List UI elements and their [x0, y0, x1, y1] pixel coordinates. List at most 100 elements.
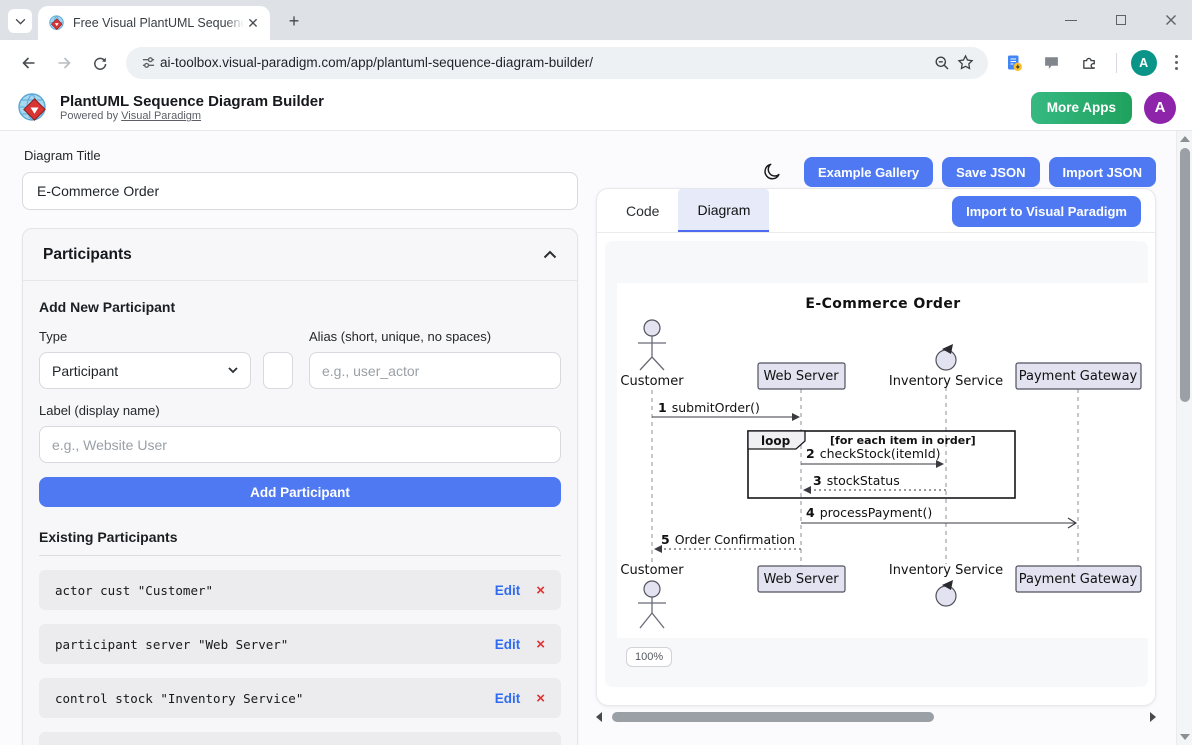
app-header: PlantUML Sequence Diagram Builder Powere…	[0, 85, 1192, 131]
minimize-button[interactable]	[1060, 9, 1082, 31]
scroll-down-arrow[interactable]	[1180, 734, 1190, 740]
message-5: 5Order Confirmation	[654, 532, 801, 553]
add-participant-heading: Add New Participant	[39, 299, 561, 315]
edit-participant-button[interactable]: Edit	[495, 637, 521, 652]
app-title-block: PlantUML Sequence Diagram Builder Powere…	[60, 93, 324, 122]
diagram-title-text: E-Commerce Order	[805, 296, 960, 312]
svg-text:Customer: Customer	[620, 374, 684, 389]
url-bar[interactable]: ai-toolbox.visual-paradigm.com/app/plant…	[126, 47, 988, 79]
dark-mode-toggle[interactable]	[759, 159, 785, 185]
delete-participant-icon[interactable]: ×	[536, 636, 545, 653]
divider	[39, 555, 561, 556]
scroll-left-arrow[interactable]	[596, 712, 602, 722]
browser-menu-icon[interactable]	[1171, 51, 1182, 74]
svg-text:Inventory Service: Inventory Service	[889, 374, 1003, 389]
display-name-input[interactable]	[39, 426, 561, 463]
svg-text:1submitOrder(): 1submitOrder()	[658, 400, 760, 415]
svg-text:Customer: Customer	[620, 563, 684, 578]
reload-button[interactable]	[87, 50, 113, 76]
tab-title: Free Visual PlantUML Sequence	[73, 16, 244, 30]
browser-tab[interactable]: Free Visual PlantUML Sequence ✕	[38, 6, 270, 40]
h-scroll-thumb[interactable]	[612, 712, 934, 722]
visual-paradigm-logo-icon	[16, 91, 50, 125]
visual-paradigm-link[interactable]: Visual Paradigm	[121, 110, 201, 122]
tab-search-button[interactable]	[8, 9, 32, 33]
reload-icon	[92, 55, 108, 71]
url-text[interactable]: ai-toolbox.visual-paradigm.com/app/plant…	[160, 55, 930, 70]
alias-input[interactable]	[309, 352, 561, 389]
tab-close-icon[interactable]: ✕	[244, 14, 262, 32]
h-scroll-track[interactable]	[606, 712, 1150, 722]
participant-web-server-bottom: Web Server	[758, 566, 845, 592]
delete-participant-icon[interactable]: ×	[536, 690, 545, 707]
scroll-up-arrow[interactable]	[1180, 136, 1190, 142]
browser-titlebar: Free Visual PlantUML Sequence ✕ +	[0, 0, 1192, 40]
save-page-icon[interactable]	[1002, 51, 1026, 75]
back-button[interactable]	[15, 50, 41, 76]
svg-text:3stockStatus: 3stockStatus	[813, 473, 900, 488]
browser-profile-avatar[interactable]: A	[1131, 50, 1157, 76]
save-json-button[interactable]: Save JSON	[942, 157, 1039, 187]
import-json-button[interactable]: Import JSON	[1049, 157, 1156, 187]
diagram-viewport[interactable]: E-Commerce Order Customer Web Server	[605, 241, 1148, 687]
svg-text:Payment Gateway: Payment Gateway	[1019, 369, 1138, 384]
example-gallery-button[interactable]: Example Gallery	[804, 157, 933, 187]
diagram-title-label: Diagram Title	[24, 148, 101, 163]
participants-card: Participants Add New Participant Type Pa…	[22, 228, 578, 745]
forward-button[interactable]	[51, 50, 77, 76]
back-icon	[20, 55, 37, 71]
v-scroll-thumb[interactable]	[1180, 148, 1190, 402]
edit-participant-button[interactable]: Edit	[495, 583, 521, 598]
scroll-right-arrow[interactable]	[1150, 712, 1156, 722]
participant-web-server-top: Web Server	[758, 363, 845, 389]
tab-diagram[interactable]: Diagram	[678, 189, 769, 232]
feedback-icon[interactable]	[1040, 51, 1064, 75]
zoom-out-icon[interactable]	[930, 51, 954, 75]
edit-participant-button[interactable]: Edit	[495, 691, 521, 706]
message-2: 2checkStock(itemId)	[801, 446, 944, 468]
type-label: Type	[39, 329, 251, 344]
toolbar-actions: A	[1002, 50, 1182, 76]
delete-participant-icon[interactable]: ×	[536, 582, 545, 599]
account-avatar[interactable]: A	[1144, 92, 1176, 124]
toolbar-divider	[1116, 53, 1117, 73]
control-inventory-top: Inventory Service	[889, 344, 1003, 389]
more-apps-button[interactable]: More Apps	[1031, 92, 1132, 124]
svg-text:2checkStock(itemId): 2checkStock(itemId)	[806, 446, 941, 461]
vertical-scrollbar[interactable]	[1176, 131, 1192, 745]
tab-code[interactable]: Code	[607, 189, 678, 232]
zoom-level-badge: 100%	[626, 647, 672, 667]
svg-text:Web Server: Web Server	[763, 572, 839, 587]
add-participant-button[interactable]: Add Participant	[39, 477, 561, 507]
extensions-icon[interactable]	[1078, 51, 1102, 75]
import-to-vp-button[interactable]: Import to Visual Paradigm	[952, 196, 1141, 227]
chevron-up-icon[interactable]	[543, 250, 557, 259]
horizontal-scrollbar[interactable]	[596, 710, 1156, 724]
actor-customer-bottom: Customer	[620, 563, 684, 628]
new-tab-button[interactable]: +	[282, 9, 306, 33]
type-select[interactable]: Participant	[39, 352, 251, 389]
bookmark-star-icon[interactable]	[954, 51, 978, 75]
color-input[interactable]	[263, 352, 293, 389]
participant-code: participant server "Web Server"	[55, 637, 485, 652]
alias-label: Alias (short, unique, no spaces)	[309, 329, 561, 344]
maximize-button[interactable]	[1110, 9, 1132, 31]
participant-row: actor cust "Customer" Edit ×	[39, 570, 561, 610]
participants-header[interactable]: Participants	[23, 229, 577, 281]
participant-payment-bottom: Payment Gateway	[1016, 566, 1141, 592]
participant-row: participant server "Web Server" Edit ×	[39, 624, 561, 664]
close-button[interactable]	[1160, 9, 1182, 31]
site-settings-icon[interactable]	[136, 51, 160, 75]
svg-text:4processPayment(): 4processPayment()	[806, 505, 932, 520]
diagram-toolbar: Example Gallery Save JSON Import JSON	[596, 156, 1156, 188]
control-inventory-bottom: Inventory Service	[889, 563, 1003, 606]
svg-text:loop: loop	[761, 434, 791, 448]
participant-row: control stock "Inventory Service" Edit ×	[39, 678, 561, 718]
diagram-title-input[interactable]	[22, 172, 578, 210]
participant-code: control stock "Inventory Service"	[55, 691, 485, 706]
svg-text:5Order Confirmation: 5Order Confirmation	[661, 532, 795, 547]
vp-favicon-icon	[48, 15, 65, 32]
participant-code: actor cust "Customer"	[55, 583, 485, 598]
participants-title: Participants	[43, 246, 132, 264]
